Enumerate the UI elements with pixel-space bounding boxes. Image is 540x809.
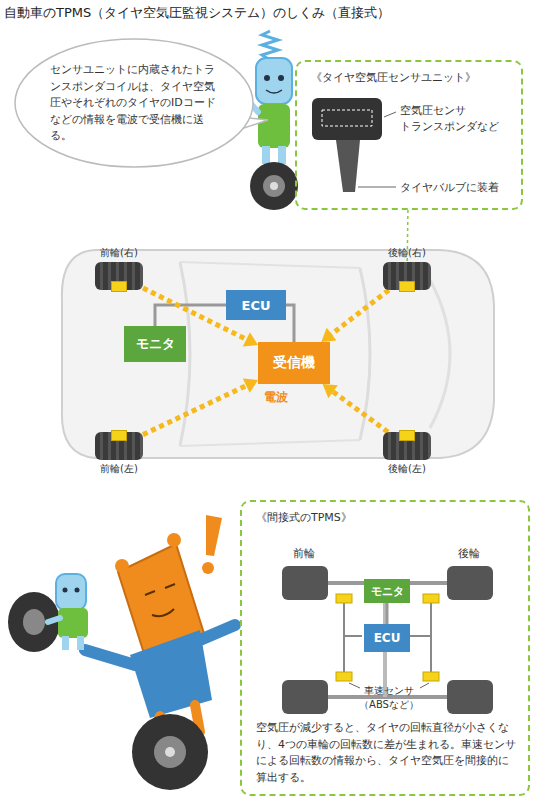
connector-line: [386, 603, 389, 624]
wheel-label: 後輪(左): [388, 462, 426, 476]
arrowhead: [243, 378, 258, 392]
box-label: 受信機: [273, 354, 315, 372]
connector: [387, 603, 388, 624]
signal-label: 電波: [262, 389, 290, 406]
indirect-chassis: [282, 566, 493, 714]
panel-heading: 《間接式のTPMS》: [256, 510, 352, 525]
box-label: ECU: [242, 298, 271, 313]
wheel-label: 前輪(右): [100, 246, 138, 260]
page-title: 自動車のTPMS（タイヤ空気圧監視システム）のしくみ（直接式）: [4, 4, 390, 22]
receiver-box: 受信機: [258, 342, 330, 384]
wheel-label: 後輪(右): [388, 246, 426, 260]
small-mascot-with-tire: [8, 574, 88, 652]
bubble-ellipse: [15, 39, 253, 167]
indirect-tpms-panel: 《間接式のTPMS》空気圧が減少すると、タイヤの回転直径が小さくなり、4つの車輪…: [240, 500, 530, 796]
rear-right-wheel: 後輪(右): [383, 262, 431, 290]
connector-line: [330, 290, 389, 335]
panel-heading: 《タイヤ空気圧センサユニット》: [311, 70, 476, 85]
tpms-sensor: [111, 281, 127, 292]
ecu-box: ECU: [364, 624, 410, 652]
axle-label: 後輪: [458, 546, 480, 561]
rear-left-wheel: 後輪(左): [383, 432, 431, 460]
connector-line: [286, 305, 294, 342]
front-left-wheel: 前輪(左): [95, 432, 143, 460]
speech-bubble: センサユニットに内蔵されたトランスポンダコイルは、タイヤ空気圧やそれぞれのタイヤ…: [14, 38, 254, 168]
axle-label: 前輪: [293, 546, 315, 561]
connector: [155, 305, 226, 326]
connector: [143, 378, 258, 434]
bubble-text: センサユニットに内蔵されたトランスポンダコイルは、タイヤ空気圧やそれぞれのタイヤ…: [50, 62, 218, 145]
connector: [323, 384, 388, 432]
box-label: ECU: [374, 631, 401, 645]
front-right-wheel: 前輪(右): [95, 262, 143, 290]
monitor-box: モニタ: [124, 326, 186, 362]
connector-line: [155, 305, 226, 326]
box-label: モニタ: [136, 335, 175, 353]
box-label: モニタ: [371, 584, 404, 599]
arrowhead: [243, 332, 258, 346]
sensor-unit: [312, 98, 396, 192]
ecu-box: ECU: [226, 290, 286, 320]
part-label: 空気圧センサ トランスポンダなど: [400, 103, 516, 135]
tpms-sensor: [399, 281, 415, 292]
car-body: [62, 250, 494, 458]
sensor-label: 車速センサ （ABSなど）: [354, 684, 424, 712]
connector-line: [143, 385, 248, 435]
connector: [321, 290, 389, 342]
panel-description: 空気圧が減少すると、タイヤの回転直径が小さくなり、4つの車輪の回転数に差が生まれ…: [256, 720, 518, 786]
connector-line: [331, 391, 387, 432]
tpms-sensor: [111, 430, 127, 441]
orange-character: [85, 515, 235, 790]
tpms-sensor: [399, 430, 415, 441]
connector: [286, 305, 294, 342]
part-label: タイヤバルブに装着: [400, 180, 499, 195]
monitor-box: モニタ: [364, 579, 410, 603]
wheel-label: 前輪(左): [100, 462, 138, 476]
